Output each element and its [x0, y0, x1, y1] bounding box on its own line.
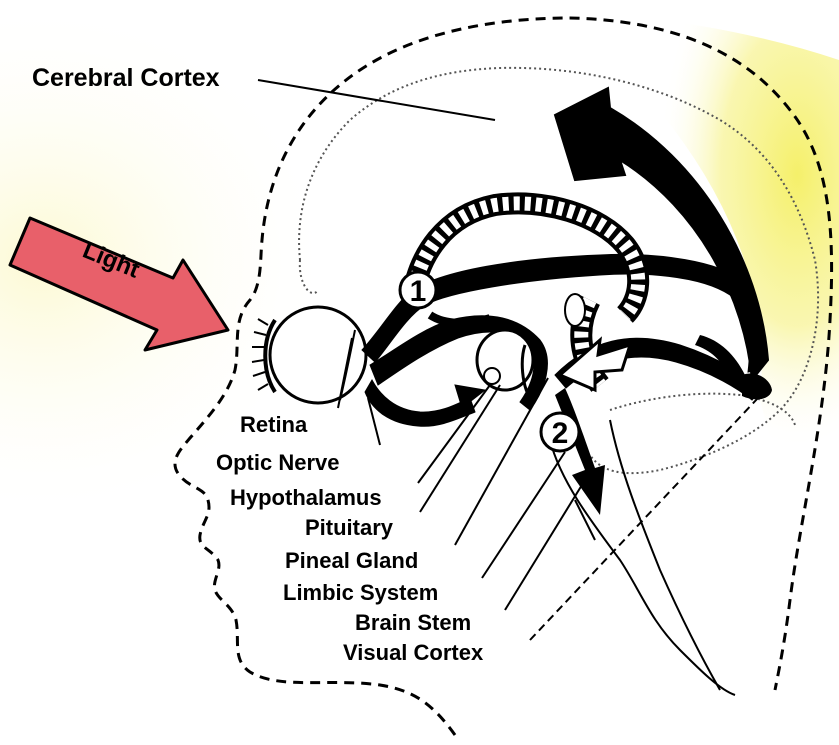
badge-one-text: 1	[410, 275, 427, 308]
label-optic-nerve: Optic Nerve	[216, 450, 340, 475]
badge-two: 2	[541, 413, 579, 451]
label-visual-cortex: Visual Cortex	[343, 640, 484, 665]
label-pineal-gland: Pineal Gland	[285, 548, 418, 573]
badge-one: 1	[400, 272, 436, 308]
label-hypothalamus: Hypothalamus	[230, 485, 382, 510]
label-brain-stem: Brain Stem	[355, 610, 471, 635]
label-cerebral-cortex: Cerebral Cortex	[32, 64, 220, 92]
badge-two-text: 2	[552, 417, 569, 450]
label-pituitary: Pituitary	[305, 515, 394, 540]
label-retina: Retina	[240, 412, 308, 437]
label-limbic-system: Limbic System	[283, 580, 438, 605]
